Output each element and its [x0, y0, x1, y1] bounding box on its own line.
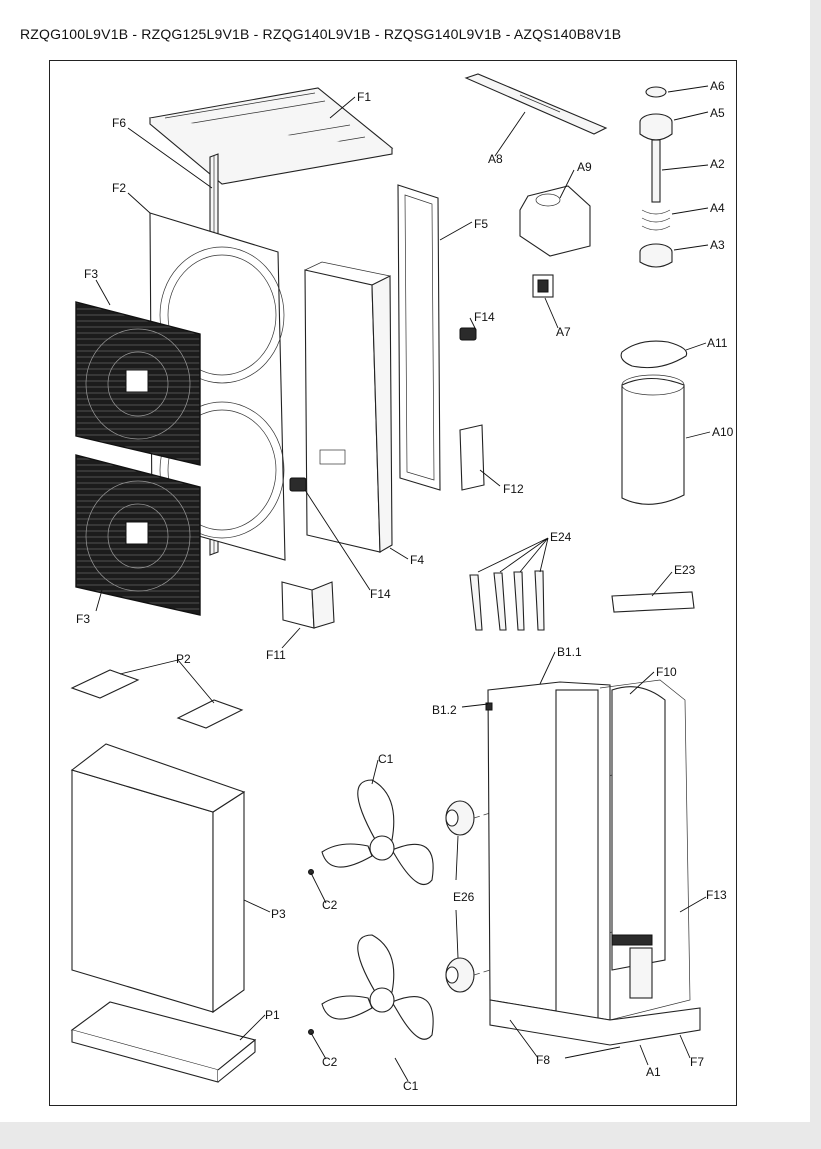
label-f14-a: F14 [474, 310, 495, 324]
part-labels: F1 F6 F2 F3 F3 F5 F4 F14 F14 F11 F12 A8 … [76, 79, 734, 1093]
nut-c2-top [308, 869, 314, 875]
rail-a8 [464, 73, 608, 135]
grommet-a7 [532, 274, 554, 298]
exploded-diagram: F1 F6 F2 F3 F3 F5 F4 F14 F14 F11 F12 A8 … [70, 73, 734, 1093]
label-a10: A10 [712, 425, 734, 439]
label-a4: A4 [710, 201, 725, 215]
front-panel-f4 [304, 261, 393, 553]
bracket-f11 [281, 581, 335, 629]
label-a2: A2 [710, 157, 725, 171]
label-c2-top: C2 [322, 898, 338, 912]
main-frame-b1 [487, 679, 701, 1046]
label-f3-bottom: F3 [76, 612, 90, 626]
label-e24: E24 [550, 530, 572, 544]
exploded-view-page: RZQG100L9V1B - RZQG125L9V1B - RZQG140L9V… [0, 0, 810, 1122]
label-a7: A7 [556, 325, 571, 339]
housing-a10 [621, 374, 685, 505]
propeller-top [321, 779, 434, 885]
label-c2-bottom: C2 [322, 1055, 338, 1069]
nut-c2-bottom [308, 1029, 314, 1035]
bracket-f12 [459, 424, 485, 491]
label-f1: F1 [357, 90, 371, 104]
model-list-header: RZQG100L9V1B - RZQG125L9V1B - RZQG140L9V… [20, 26, 622, 42]
cover-a9 [519, 185, 591, 257]
board-e23 [611, 591, 695, 613]
label-a6: A6 [710, 79, 725, 93]
label-b1-1: B1.1 [557, 645, 582, 659]
label-a5: A5 [710, 106, 725, 120]
label-f6: F6 [112, 116, 126, 130]
label-f2: F2 [112, 181, 126, 195]
label-f14-b: F14 [370, 587, 391, 601]
label-a3: A3 [710, 238, 725, 252]
label-p3: P3 [271, 907, 286, 921]
label-a8: A8 [488, 152, 503, 166]
leader-lines [95, 85, 711, 1082]
label-p1: P1 [265, 1008, 280, 1022]
label-f7: F7 [690, 1055, 704, 1069]
shaft-assembly [639, 86, 673, 268]
pallet-p1 [70, 1001, 257, 1083]
clip-b1-2 [485, 702, 493, 711]
carton-p3 [70, 743, 246, 1014]
label-p2: P2 [176, 652, 191, 666]
label-f8: F8 [536, 1053, 550, 1067]
propeller-bottom [321, 934, 434, 1040]
label-f13: F13 [706, 888, 727, 902]
label-e26: E26 [453, 890, 475, 904]
label-f5: F5 [474, 217, 488, 231]
corner-panel-f5 [397, 184, 441, 491]
label-b1-2: B1.2 [432, 703, 457, 717]
fan-motor-bottom [445, 957, 475, 993]
label-a11: A11 [707, 336, 728, 350]
label-f12: F12 [503, 482, 524, 496]
fan-grille-top [75, 301, 201, 466]
label-f4: F4 [410, 553, 424, 567]
cap-a11 [620, 340, 688, 369]
label-a9: A9 [577, 160, 592, 174]
pads-p2 [70, 669, 244, 729]
label-f11: F11 [266, 648, 286, 662]
label-f3-top: F3 [84, 267, 98, 281]
fan-grille-bottom [75, 454, 201, 616]
label-c1-bottom: C1 [403, 1079, 419, 1093]
clip-f14-bottom [289, 477, 307, 492]
label-f10: F10 [656, 665, 677, 679]
label-e23: E23 [674, 563, 696, 577]
fan-motor-top [445, 800, 475, 836]
label-c1-top: C1 [378, 752, 394, 766]
label-a1: A1 [646, 1065, 661, 1079]
clip-f14-top [459, 327, 477, 341]
wires-e24 [469, 570, 545, 631]
